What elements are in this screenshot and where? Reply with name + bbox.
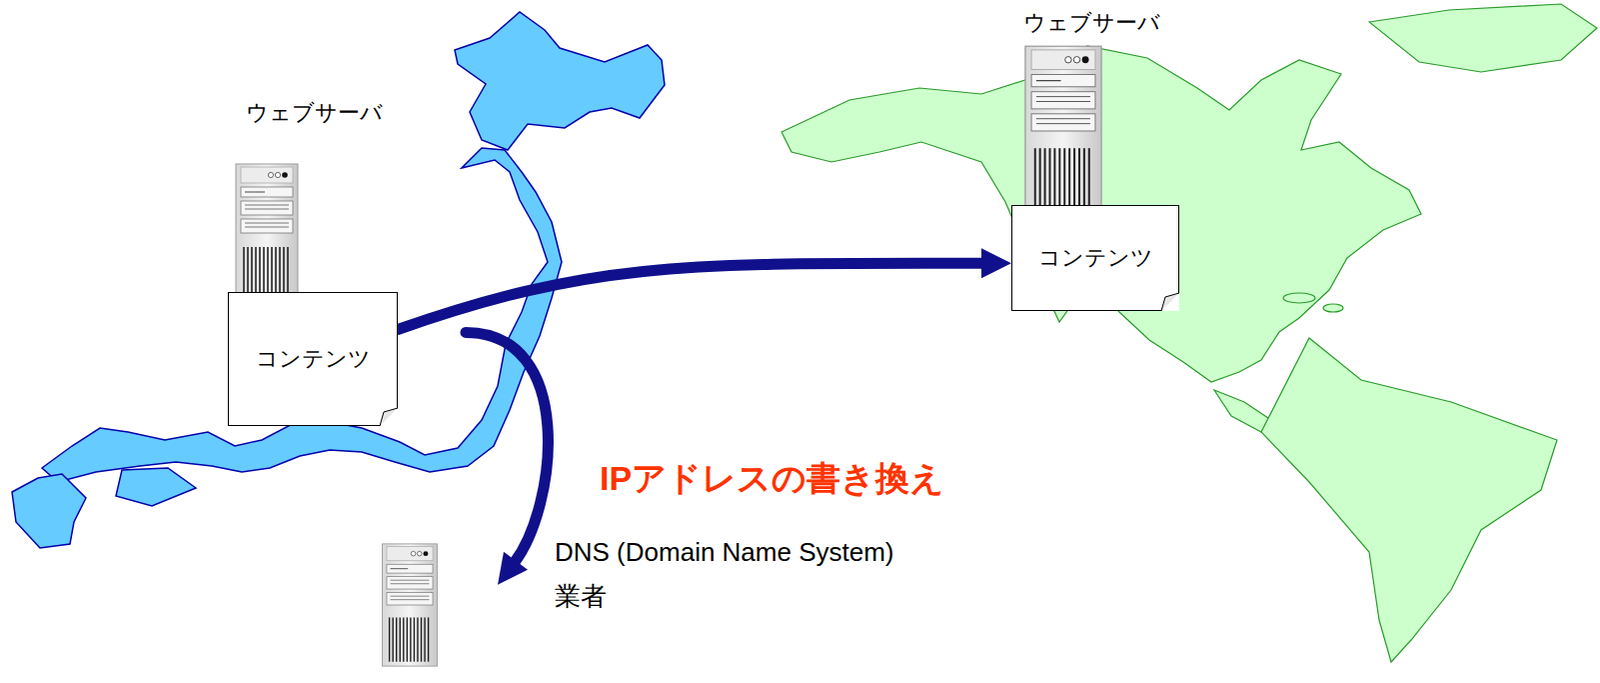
server-icon bbox=[235, 163, 298, 302]
flow-arrow bbox=[397, 247, 1012, 329]
server-label: ウェブサーバ bbox=[1017, 7, 1238, 38]
arrow-head bbox=[497, 551, 528, 585]
page-fold bbox=[379, 407, 398, 426]
server-icon bbox=[382, 543, 438, 666]
arrow-line bbox=[397, 262, 984, 329]
note-text: コンテンツ bbox=[1038, 242, 1154, 273]
server-label: DNS (Domain Name System) 業者 bbox=[554, 529, 925, 618]
arrow-line bbox=[465, 331, 548, 562]
content-note: コンテンツ bbox=[1011, 204, 1180, 311]
server-icon bbox=[1025, 45, 1102, 216]
dns-server: DNS (Domain Name System) 業者 bbox=[497, 529, 925, 618]
content-note: コンテンツ bbox=[227, 291, 398, 426]
americas-map bbox=[781, 3, 1598, 662]
flow-arrow bbox=[465, 331, 548, 584]
server-label: ウェブサーバ bbox=[239, 97, 466, 128]
page-fold bbox=[1161, 292, 1180, 311]
arrow-head bbox=[981, 247, 1012, 278]
note-text: コンテンツ bbox=[255, 343, 371, 374]
edge-label: IPアドレスの書き換え bbox=[599, 455, 945, 502]
web-server: ウェブサーバ bbox=[1017, 7, 1238, 204]
